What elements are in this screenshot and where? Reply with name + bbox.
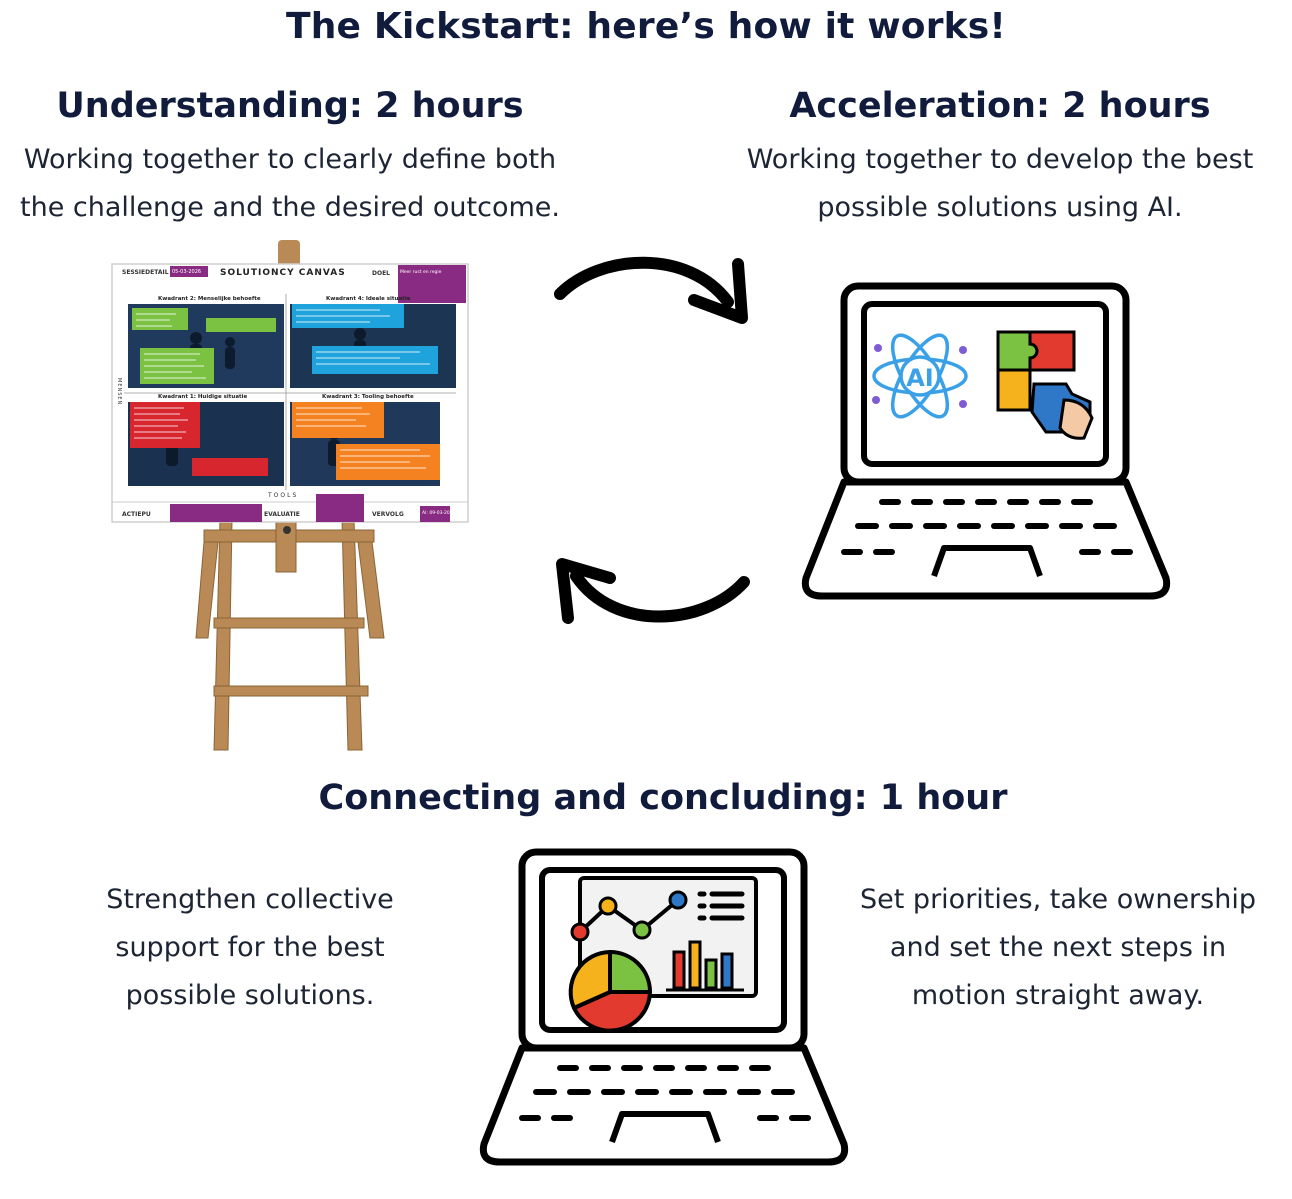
connecting-right-line-1: Set priorities, take ownership [860, 884, 1256, 915]
canvas-goal-box [398, 265, 466, 303]
connecting-left-line-3: possible solutions. [125, 980, 375, 1011]
canvas-date: 05-03-2026 [172, 269, 201, 275]
canvas-note-green-2 [206, 318, 276, 332]
canvas-note-lines [134, 309, 430, 469]
arrow-right-icon [554, 256, 748, 324]
understanding-description: Working together to clearly define both … [0, 136, 580, 232]
understanding-line-2: the challenge and the desired outcome. [20, 192, 560, 223]
puzzle-icon [996, 330, 1094, 440]
canvas-note-green-1 [132, 308, 188, 330]
canvas-mensen-label: MENSEN [116, 378, 122, 405]
connecting-right-line-3: motion straight away. [911, 980, 1205, 1011]
laptop-touchpad [931, 545, 1043, 578]
connecting-heading: Connecting and concluding: 1 hour [318, 778, 1008, 818]
bar-chart-icon [666, 940, 744, 992]
canvas-actiepunten-label: ACTIEPU [122, 511, 151, 518]
page-title: The Kickstart: here’s how it works! [285, 6, 1007, 47]
connecting-right-line-2: and set the next steps in [889, 932, 1227, 963]
acceleration-heading: Acceleration: 2 hours [789, 86, 1211, 126]
connecting-left-text: Strengthen collective support for the be… [60, 876, 440, 1020]
laptop-analytics-icon [479, 848, 849, 1166]
laptop2-base [479, 1044, 849, 1166]
easel-top-peg [278, 240, 300, 270]
laptop-screen [861, 301, 1109, 467]
canvas-note-blue-2 [312, 346, 438, 374]
canvas-evaluation-box [316, 494, 364, 522]
laptop-base [801, 478, 1171, 600]
pie-chart-icon [568, 950, 652, 1033]
list-icon [697, 891, 745, 921]
canvas-sessiedetail: SESSIEDETAIL [122, 269, 169, 276]
acceleration-line-2: possible solutions using AI. [817, 192, 1183, 223]
laptop-keyboard [841, 499, 1133, 555]
connecting-right-text: Set priorities, take ownership and set t… [838, 876, 1278, 1020]
understanding-line-1: Working together to clearly define both [23, 144, 557, 175]
canvas-title: SOLUTIONCY CANVAS [220, 268, 346, 278]
canvas-note-red-1 [130, 402, 200, 448]
canvas-note-red-2 [192, 458, 268, 476]
connecting-left-line-1: Strengthen collective [106, 884, 394, 915]
arrow-left-icon [556, 558, 750, 624]
connecting-left-line-2: support for the best [115, 932, 385, 963]
laptop2-keyboard [519, 1065, 811, 1121]
atom-dots [872, 344, 967, 408]
canvas-vervolg-label: VERVOLG [372, 511, 404, 518]
easel-bolt [283, 526, 291, 534]
canvas-followup-box [420, 506, 450, 522]
canvas-tools-label: TOOLS [267, 492, 298, 499]
ai-label: AI [906, 364, 934, 392]
canvas-q3-label: Kwadrant 3: Tooling behoefte [322, 394, 414, 400]
laptop2-touchpad [609, 1111, 721, 1144]
understanding-heading: Understanding: 2 hours [56, 86, 524, 126]
canvas-evaluatie-label: EVALUATIE [264, 511, 300, 518]
atom-icon [872, 333, 968, 419]
canvas-q2-label: Kwadrant 2: Menselijke behoefte [158, 296, 261, 302]
canvas-q4-label: Kwadrant 4: Ideale situatie [326, 296, 411, 302]
canvas-goal-text: Meer rust en regie [400, 269, 442, 275]
canvas-doel: DOEL [372, 270, 390, 277]
canvas-q1-label: Kwadrant 1: Huidige situatie [158, 394, 248, 400]
acceleration-description: Working together to develop the best pos… [720, 136, 1280, 232]
acceleration-line-1: Working together to develop the best [746, 144, 1254, 175]
easel-illustration: SESSIEDETAIL 05-03-2026 SOLUTIONCY CANVA… [111, 240, 469, 751]
canvas-action-box [170, 504, 262, 522]
laptop-ai-icon: AI [801, 282, 1171, 600]
easel-legs [195, 519, 385, 751]
line-chart-icon [578, 898, 680, 934]
canvas-ai-date: AI: 09-03-2026 [422, 510, 456, 516]
